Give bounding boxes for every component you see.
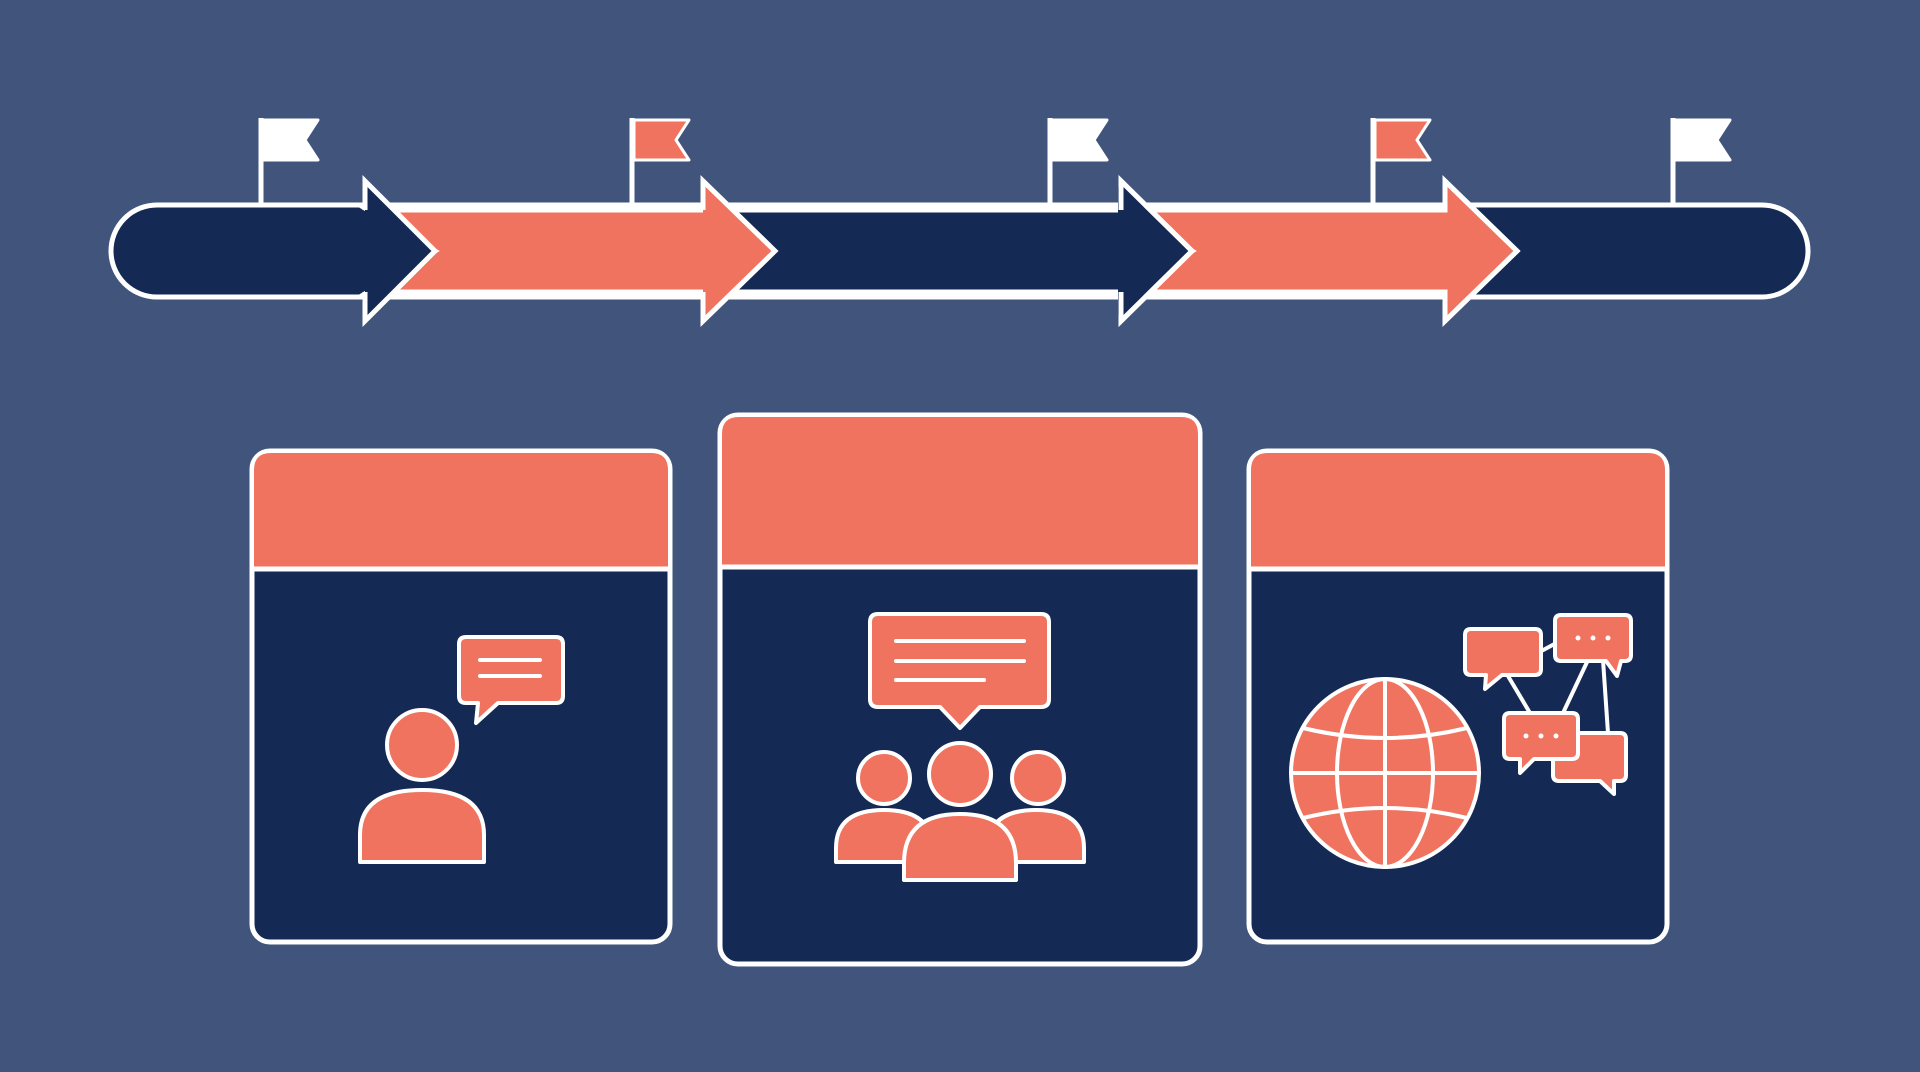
card-1 bbox=[249, 448, 673, 945]
globe-network-icon bbox=[1289, 613, 1633, 869]
timeline bbox=[108, 118, 1811, 328]
card-2 bbox=[717, 412, 1203, 967]
timeline-segment-1 bbox=[362, 174, 439, 328]
card-3 bbox=[1246, 448, 1670, 945]
milestone-flag-5 bbox=[1670, 118, 1732, 206]
group-discussion-icon bbox=[834, 612, 1086, 882]
milestone-flag-1 bbox=[258, 118, 320, 206]
milestone-flag-2 bbox=[629, 118, 691, 206]
timeline-segment-5 bbox=[1442, 175, 1521, 327]
milestone-flag-4 bbox=[1370, 118, 1432, 206]
person-speech-icon bbox=[358, 635, 565, 864]
milestone-flag-3 bbox=[1047, 118, 1109, 206]
